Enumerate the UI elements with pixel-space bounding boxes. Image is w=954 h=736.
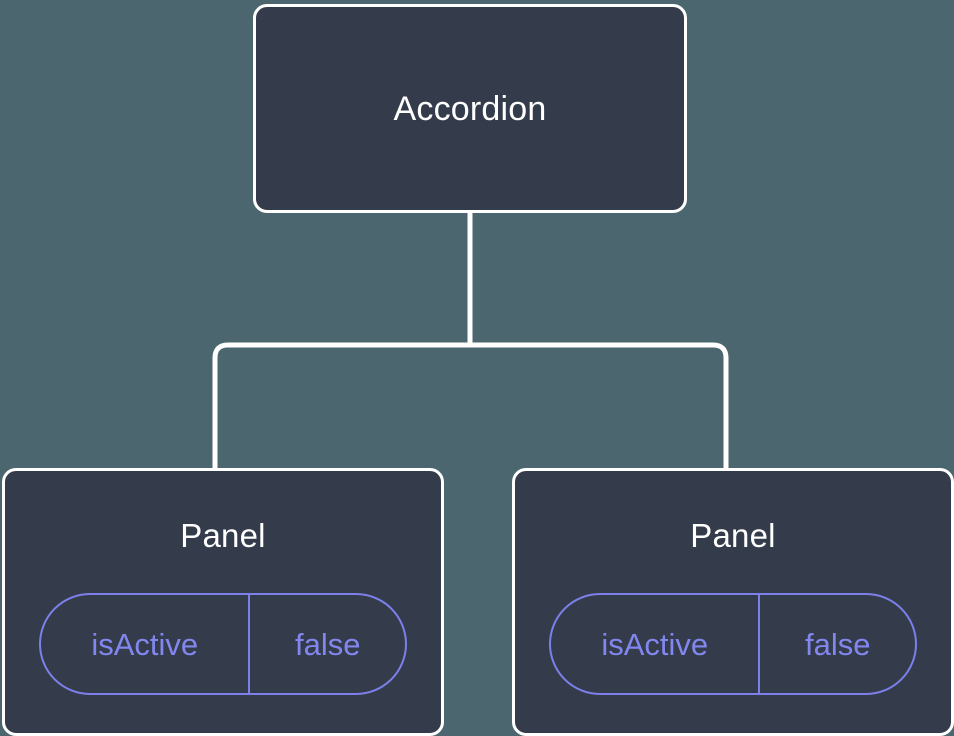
connector-branch-left <box>212 342 470 470</box>
state-chip-panel-1-value: false <box>294 626 361 662</box>
node-accordion-label: Accordion <box>393 89 547 128</box>
node-panel-1-label: Panel <box>180 517 266 554</box>
node-panel-2[interactable]: Panel isActive false <box>512 468 954 736</box>
connector-branch-right <box>470 342 729 470</box>
state-chip-panel-2-value: false <box>804 626 871 662</box>
state-chip-panel-2-key: isActive <box>551 595 761 693</box>
node-panel-1[interactable]: Panel isActive false <box>2 468 444 736</box>
node-panel-2-label: Panel <box>690 517 776 554</box>
node-accordion[interactable]: Accordion <box>253 4 687 213</box>
state-chip-panel-1[interactable]: isActive false <box>39 593 407 695</box>
state-chip-panel-2[interactable]: isActive false <box>549 593 917 695</box>
state-chip-panel-1-key: isActive <box>41 595 251 693</box>
